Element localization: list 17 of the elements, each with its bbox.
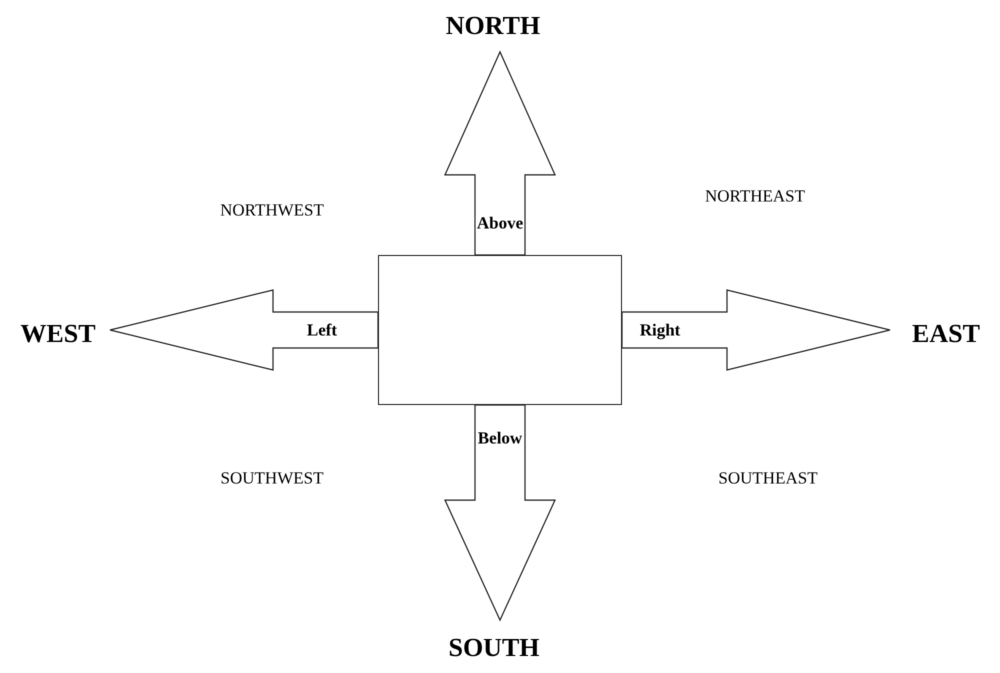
direction-label: SOUTHEAST — [718, 470, 818, 486]
edge-label: Left — [306, 322, 338, 338]
block-arrow — [621, 289, 891, 371]
edge-label: Below — [476, 430, 524, 446]
edge-label: Right — [638, 322, 682, 338]
direction-label: NORTH — [436, 4, 550, 48]
direction-label: SOUTH — [438, 626, 550, 670]
direction-label: NORTHEAST — [704, 188, 806, 204]
direction-label: SOUTHWEST — [220, 470, 324, 486]
block-arrow — [444, 404, 556, 622]
empty-box — [378, 255, 622, 405]
block-arrow — [444, 50, 556, 256]
block-arrow — [109, 289, 379, 371]
edge-label: Above — [476, 214, 524, 232]
direction-label: NORTHWEST — [220, 202, 324, 218]
direction-label: EAST — [896, 318, 996, 350]
direction-label: WEST — [8, 318, 108, 350]
